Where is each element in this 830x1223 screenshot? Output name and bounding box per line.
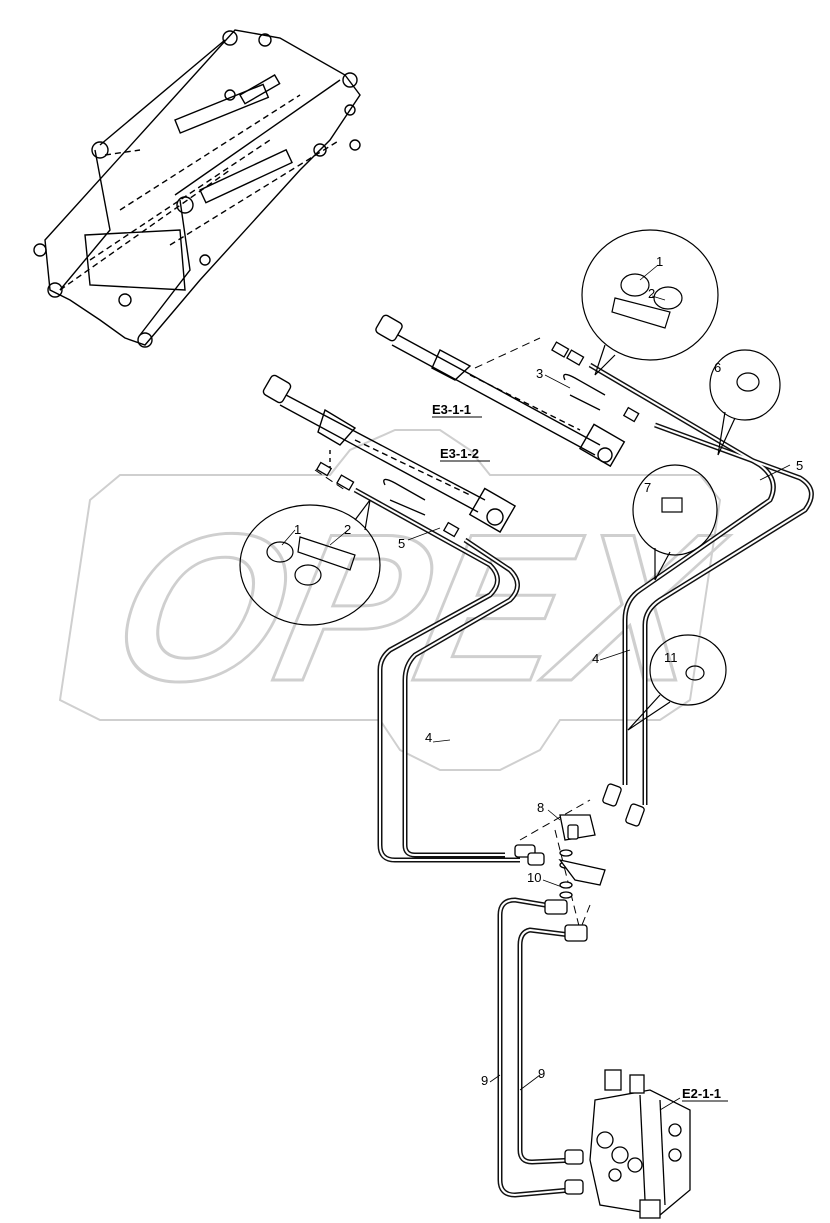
callouts: 1 2 3 6 5 7 1 2 5 4 11 4 8 10 9 9 [294, 254, 803, 1088]
callout-11: 11 [664, 650, 678, 665]
detail-bubble-left [239, 499, 381, 626]
callout-10: 10 [527, 870, 541, 885]
cylinder-e3-1-1 [375, 314, 626, 468]
callout-5-right: 5 [796, 458, 803, 473]
callout-9-left: 9 [481, 1073, 488, 1088]
callout-3: 3 [536, 366, 543, 381]
callout-4-left: 4 [425, 730, 432, 745]
ref-e2-1-1: E2-1-1 [682, 1086, 721, 1101]
reference-labels: E3-1-1 E3-1-2 E2-1-1 [432, 402, 728, 1102]
callout-7: 7 [644, 480, 651, 495]
callout-5-left: 5 [398, 536, 405, 551]
detail-bubble-7 [632, 464, 718, 581]
callout-1-left: 1 [294, 522, 301, 537]
callout-9-right: 9 [538, 1066, 545, 1081]
callout-4-right: 4 [592, 651, 599, 666]
detail-bubble-top [581, 229, 719, 376]
watermark-logo [58, 429, 722, 771]
callout-2-left: 2 [344, 522, 351, 537]
control-valve-e2-1-1 [589, 1069, 691, 1219]
hose-inner [354, 364, 813, 1196]
fittings-center [514, 783, 645, 1195]
watermark-text: OPEX [96, 490, 741, 724]
callout-6: 6 [714, 360, 721, 375]
cylinder-e3-1-2 [262, 374, 517, 533]
dashed-guide-lines [314, 337, 591, 931]
fittings-upper [315, 341, 640, 538]
callout-2-top: 2 [648, 286, 655, 301]
detail-bubble-6 [709, 349, 781, 456]
leader-lines [281, 264, 791, 1111]
callout-1-top: 1 [656, 254, 663, 269]
callout-8: 8 [537, 800, 544, 815]
detail-bubble-11 [627, 634, 727, 731]
loader-frame-drawing [33, 29, 361, 348]
ref-e3-1-1: E3-1-1 [432, 402, 471, 417]
ref-e3-1-2: E3-1-2 [440, 446, 479, 461]
